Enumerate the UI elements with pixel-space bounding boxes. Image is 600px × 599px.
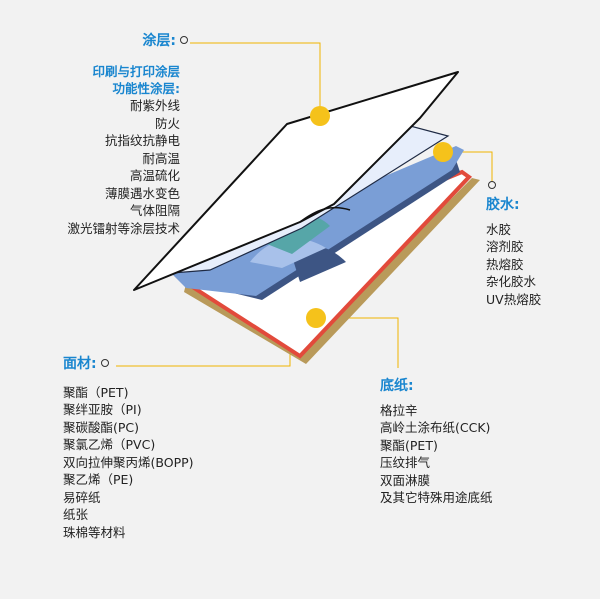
adhesive-item: 杂化胶水 (486, 274, 537, 289)
facestock-item: 易碎纸 (63, 489, 101, 505)
adhesive-item: UV热熔胶 (486, 291, 542, 307)
coating-list: 印刷与打印涂层 功能性涂层: 耐紫外线 防火 抗指纹抗静电 耐高温 高温硫化 薄… (40, 63, 180, 237)
adhesive-ring-icon (488, 181, 496, 189)
facestock-item: 聚绊亚胺（PI) (63, 402, 142, 417)
liner-marker (306, 308, 326, 328)
coating-ring-icon (180, 35, 188, 44)
coating-item: 防火 (154, 115, 180, 131)
coating-leader (190, 42, 321, 115)
adhesive-title: 胶水: (486, 197, 520, 213)
coating-item: 耐紫外线 (129, 98, 180, 113)
facestock-item: 聚酯（PET) (63, 384, 129, 400)
curl-light (250, 238, 326, 268)
adhesive-item: 热熔胶 (486, 256, 524, 272)
adhesive-item: 溶剂胶 (486, 239, 524, 254)
liner-item: 双面淋膜 (380, 472, 431, 488)
facestock-item: 聚乙烯（PE) (63, 472, 134, 487)
facestock-item: 聚氯乙烯（PVC) (63, 437, 156, 452)
coating-item: 抗指纹抗静电 (104, 133, 180, 148)
coating-marker (310, 106, 330, 126)
adhesive-section: 胶水: 水胶 溶剂胶 热熔胶 杂化胶水 UV热熔胶 (486, 177, 541, 308)
top-sheet-fold (299, 206, 351, 223)
liner-item: 及其它特殊用途底纸 (380, 490, 493, 505)
facestock-title-text: 面材: (63, 356, 97, 372)
facestock-item: 双向拉伸聚丙烯(BOPP) (63, 454, 194, 470)
coating-item: 高温硫化 (129, 168, 180, 183)
adhesive-item: 水胶 (486, 221, 512, 237)
liner-section: 底纸: 格拉辛 高岭土涂布纸(CCK) 聚酯(PET) 压纹排气 双面淋膜 及其… (380, 378, 493, 507)
adhesive-marker (433, 142, 453, 162)
coating-subtitle-1: 印刷与打印涂层 (92, 64, 180, 79)
liner-item: 压纹排气 (380, 455, 431, 470)
coating-item: 气体阻隔 (129, 203, 180, 218)
coating-item: 耐高温 (142, 150, 180, 166)
coating-title: 涂层: (130, 33, 188, 51)
coating-subtitle-2: 功能性涂层: (112, 81, 181, 96)
coating-title-text: 涂层: (142, 33, 176, 49)
facestock-item: 珠棉等材料 (63, 524, 126, 540)
facestock-ring-icon (100, 358, 109, 367)
facestock-item: 纸张 (63, 507, 89, 522)
coating-item: 激光镭射等涂层技术 (67, 220, 180, 236)
facestock-section: 面材: 聚酯（PET) 聚绊亚胺（PI) 聚碳酸酯(PC) 聚氯乙烯（PVC) … (63, 356, 194, 541)
coating-item: 薄膜遇水变色 (104, 185, 180, 201)
liner-item: 格拉辛 (380, 402, 418, 418)
facestock-title: 面材: (63, 356, 194, 374)
liner-item: 聚酯(PET) (380, 437, 438, 453)
facestock-item: 聚碳酸酯(PC) (63, 419, 140, 435)
liner-title: 底纸: (380, 378, 414, 394)
liner-shadow (184, 178, 480, 364)
liner-item: 高岭土涂布纸(CCK) (380, 420, 491, 435)
coating-section: 涂层: (130, 33, 188, 51)
